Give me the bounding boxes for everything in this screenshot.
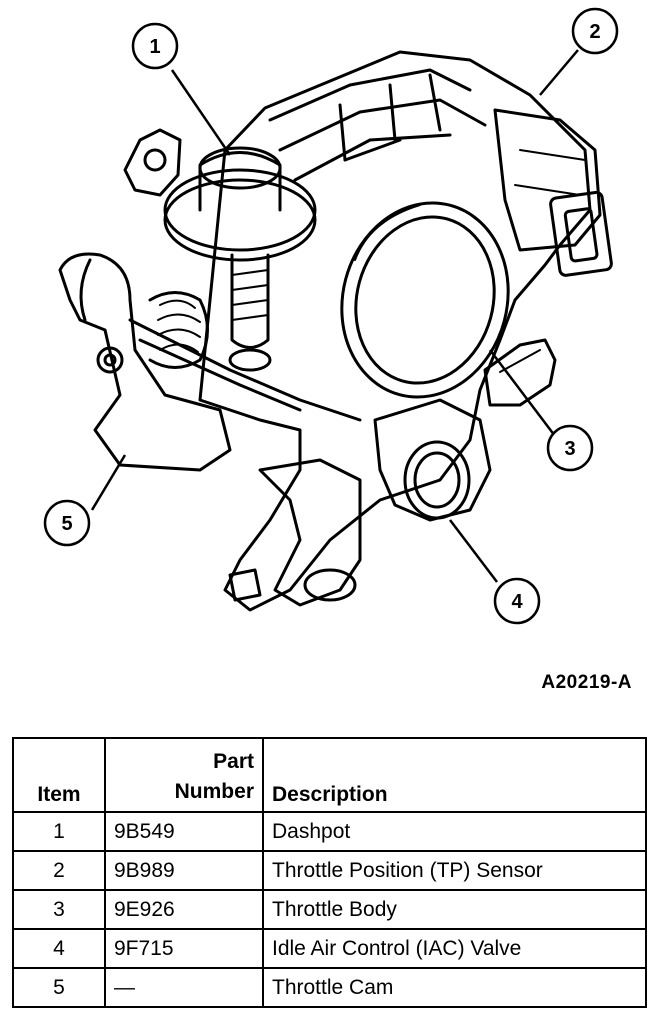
throttle-bore bbox=[340, 201, 510, 399]
callout-4: 4 bbox=[511, 591, 523, 613]
callout-3: 3 bbox=[564, 438, 575, 460]
header-item: Item bbox=[12, 737, 106, 813]
row-part-number: 9F715 bbox=[104, 928, 264, 969]
row-item: 4 bbox=[12, 928, 106, 969]
row-part-number: 9B989 bbox=[104, 850, 264, 891]
row-item: 1 bbox=[12, 811, 106, 852]
throttle-cam bbox=[58, 252, 232, 472]
header-part-number: Part Number bbox=[104, 737, 264, 813]
row-part-number: 9B549 bbox=[104, 811, 264, 852]
row-item: 3 bbox=[12, 889, 106, 930]
callout-1: 1 bbox=[149, 36, 160, 58]
callout-2-circle bbox=[571, 7, 619, 55]
leader-4 bbox=[449, 519, 498, 583]
callout-1-circle bbox=[131, 22, 179, 70]
header-part-line2: Number bbox=[174, 780, 254, 803]
leader-5 bbox=[90, 454, 127, 511]
header-part-line1: Part bbox=[213, 750, 254, 773]
row-description: Throttle Body bbox=[262, 889, 647, 930]
leader-3 bbox=[489, 349, 559, 441]
row-description: Idle Air Control (IAC) Valve bbox=[262, 928, 647, 969]
row-description: Throttle Cam bbox=[262, 967, 647, 1008]
leader-2 bbox=[539, 49, 579, 96]
row-item: 2 bbox=[12, 850, 106, 891]
table-row: 4 9F715 Idle Air Control (IAC) Valve bbox=[12, 928, 647, 969]
table-header-row: Item Part Number Description bbox=[12, 737, 647, 813]
table-row: 3 9E926 Throttle Body bbox=[12, 889, 647, 930]
throttle-body-illustration: 1 2 3 4 5 bbox=[43, 7, 619, 625]
callout-2: 2 bbox=[589, 21, 600, 43]
iac-valve bbox=[373, 398, 492, 522]
row-part-number: — bbox=[104, 967, 264, 1008]
tp-sensor bbox=[493, 108, 602, 252]
row-description: Throttle Position (TP) Sensor bbox=[262, 850, 647, 891]
housing-outline bbox=[198, 50, 592, 612]
figure-id: A20219-A bbox=[541, 672, 632, 693]
callout-4-circle bbox=[493, 577, 541, 625]
leader-1 bbox=[170, 69, 232, 156]
callout-5: 5 bbox=[61, 513, 72, 535]
table-row: 5 — Throttle Cam bbox=[12, 967, 647, 1008]
row-item: 5 bbox=[12, 967, 106, 1008]
row-description: Dashpot bbox=[262, 811, 647, 852]
parts-table: Item Part Number Description 1 9B549 Das… bbox=[12, 737, 647, 1008]
row-part-number: 9E926 bbox=[104, 889, 264, 930]
callout-3-circle bbox=[546, 424, 594, 472]
table-row: 2 9B989 Throttle Position (TP) Sensor bbox=[12, 850, 647, 891]
dashpot bbox=[163, 178, 317, 262]
table-row: 1 9B549 Dashpot bbox=[12, 811, 647, 852]
callout-5-circle bbox=[43, 499, 91, 547]
header-description: Description bbox=[262, 737, 647, 813]
